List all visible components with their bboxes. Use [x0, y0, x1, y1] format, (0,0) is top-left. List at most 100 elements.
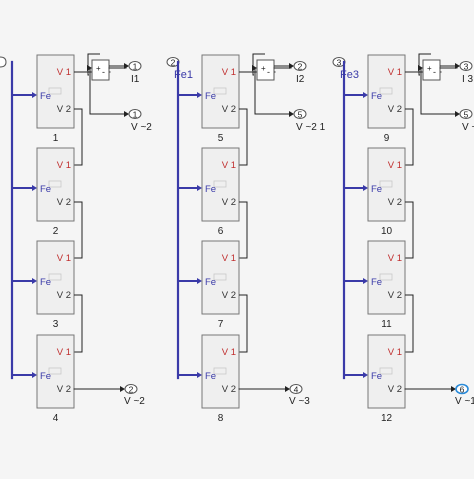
- v-top-arrow: [289, 111, 294, 117]
- sum-minus-wire: [87, 53, 100, 76]
- block-number-label: 9: [384, 133, 390, 144]
- block-fe-label: Fe: [371, 277, 382, 288]
- inport-1[interactable]: [0, 56, 7, 68]
- subsystem-block-2[interactable]: [36, 147, 75, 222]
- block-v1-label: V 1: [222, 347, 236, 358]
- sum-plus-sign: +: [261, 64, 266, 73]
- subsystem-block-11[interactable]: [367, 240, 406, 315]
- block-v1-label: V 1: [388, 160, 402, 171]
- current-outport-1-number: 1: [133, 61, 138, 71]
- subsystem-block-1[interactable]: [36, 54, 75, 129]
- v-bottom-outport-2[interactable]: [289, 384, 303, 394]
- sum-minus-sign: -: [433, 67, 436, 77]
- v-top-outport-1[interactable]: [128, 109, 142, 119]
- subsystem-block-6[interactable]: [201, 147, 240, 222]
- block-v1-label: V 1: [222, 67, 236, 78]
- subsystem-block-10[interactable]: [367, 147, 406, 222]
- block-v2-label: V 2: [388, 290, 402, 301]
- block-v2-label: V 2: [57, 104, 71, 115]
- subsystem-block-8[interactable]: [201, 334, 240, 409]
- block-inner-icon: [379, 87, 393, 95]
- v-top-wire: [420, 72, 457, 115]
- block-inner-icon: [379, 273, 393, 281]
- block-v1-label: V 1: [388, 347, 402, 358]
- fe-input-arrow: [32, 92, 37, 98]
- series-connection-wire: [239, 294, 248, 353]
- block-v1-label: V 1: [388, 67, 402, 78]
- current-outport-2[interactable]: [293, 61, 307, 71]
- v-bottom-outport-1-number: 2: [129, 384, 134, 394]
- fe-input-arrow: [197, 372, 202, 378]
- block-inner-icon: [48, 367, 62, 375]
- series-connection-wire: [405, 201, 414, 259]
- current-outport-label: I2: [296, 74, 305, 85]
- current-outport-3-number: 3: [464, 61, 469, 71]
- current-out-arrow: [455, 63, 460, 69]
- v-top-arrow: [455, 111, 460, 117]
- sum-block-1[interactable]: [91, 59, 110, 81]
- current-outport-2-number: 2: [298, 61, 303, 71]
- block-fe-label: Fe: [371, 91, 382, 102]
- v-bottom-arrow: [451, 386, 456, 392]
- v-top-outport-2[interactable]: [293, 109, 307, 119]
- block-v1-label: V 1: [57, 253, 71, 264]
- subsystem-block-3[interactable]: [36, 240, 75, 315]
- series-connection-wire: [405, 108, 414, 166]
- v-top-outport-label: V ~2: [131, 122, 152, 133]
- v-top-outport-3[interactable]: [459, 109, 473, 119]
- block-fe-label: Fe: [371, 184, 382, 195]
- block-inner-icon: [213, 180, 227, 188]
- block-number-label: 1: [53, 133, 59, 144]
- current-out-arrow: [124, 63, 129, 69]
- fe-input-arrow: [363, 185, 368, 191]
- subsystem-block-12[interactable]: [367, 334, 406, 409]
- block-v2-label: V 2: [222, 384, 236, 395]
- v-bottom-arrow: [285, 386, 290, 392]
- fe-input-arrow: [32, 185, 37, 191]
- block-number-label: 8: [218, 413, 224, 424]
- v-top-outport-3-number: 5: [464, 109, 469, 119]
- sum-minus-wire: [252, 53, 265, 76]
- current-out-arrow: [289, 63, 294, 69]
- block-fe-label: Fe: [40, 371, 51, 382]
- subsystem-block-9[interactable]: [367, 54, 406, 129]
- block-fe-label: Fe: [40, 91, 51, 102]
- block-inner-icon: [213, 367, 227, 375]
- block-fe-label: Fe: [205, 91, 216, 102]
- sum-plus-sign: +: [427, 64, 432, 73]
- block-number-label: 5: [218, 133, 224, 144]
- v-bottom-outport-1[interactable]: [124, 384, 138, 394]
- block-number-label: 3: [53, 319, 59, 330]
- current-outport-1[interactable]: [128, 61, 142, 71]
- inport-label-2: Fe1: [174, 69, 193, 81]
- current-outport-3[interactable]: [459, 61, 473, 71]
- subsystem-block-4[interactable]: [36, 334, 75, 409]
- fe-input-arrow: [32, 278, 37, 284]
- sum-plus-sign: +: [96, 64, 101, 73]
- v-bottom-outport-label: V ~1: [455, 396, 474, 407]
- inport-3-number: 3: [337, 57, 342, 67]
- v-top-arrow: [124, 111, 129, 117]
- sum-block-2[interactable]: [256, 59, 275, 81]
- v-bottom-outport-label: V ~3: [289, 396, 310, 407]
- block-number-label: 12: [381, 413, 393, 424]
- subsystem-block-7[interactable]: [201, 240, 240, 315]
- block-number-label: 11: [381, 319, 392, 330]
- sum-minus-wire: [418, 53, 431, 76]
- current-outport-label: I1: [131, 74, 140, 85]
- fe-input-arrow: [32, 372, 37, 378]
- series-connection-wire: [239, 201, 248, 259]
- v-top-outport-label: V ~2 1: [296, 122, 326, 133]
- v-bottom-arrow: [120, 386, 125, 392]
- block-v1-label: V 1: [57, 347, 71, 358]
- v-bottom-outport-3[interactable]: [455, 383, 469, 395]
- block-fe-label: Fe: [205, 277, 216, 288]
- series-connection-wire: [405, 294, 414, 353]
- block-fe-label: Fe: [205, 184, 216, 195]
- subsystem-block-5[interactable]: [201, 54, 240, 129]
- block-v2-label: V 2: [222, 104, 236, 115]
- v-top-outport-2-number: 5: [298, 109, 303, 119]
- sum-block-3[interactable]: [422, 59, 441, 81]
